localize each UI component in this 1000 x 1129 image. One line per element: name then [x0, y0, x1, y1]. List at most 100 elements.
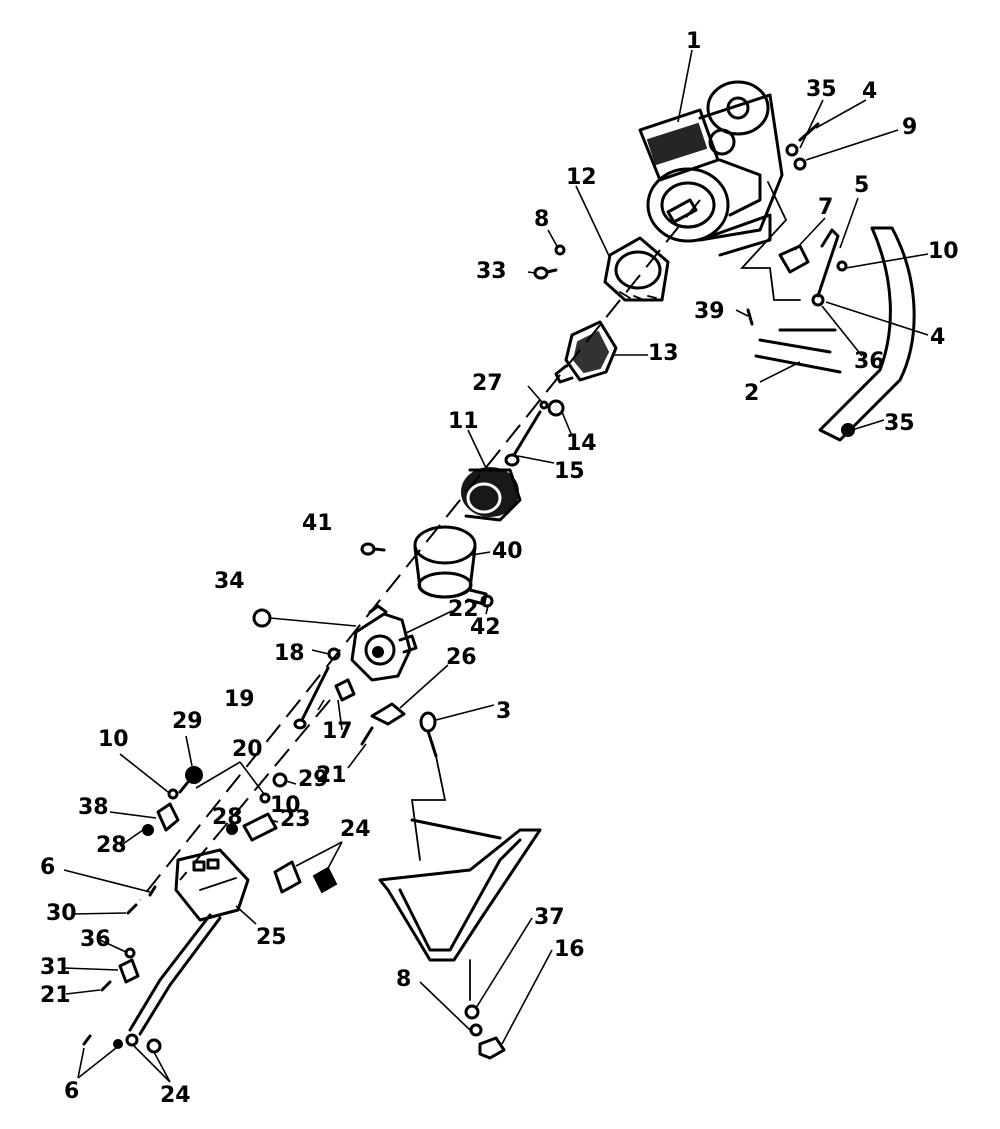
callout-35: 35 — [806, 77, 837, 102]
connector-23 — [242, 812, 278, 842]
callout-24: 24 — [340, 817, 371, 842]
upper-linkage — [739, 181, 801, 301]
plug-24-right — [312, 866, 338, 894]
leader-lines — [269, 49, 929, 769]
bracket-26 — [370, 702, 406, 726]
part-17 — [334, 678, 356, 702]
callout-10-mid: 10 — [270, 793, 301, 818]
callout-41: 41 — [302, 511, 333, 536]
shaft-guard — [603, 236, 670, 302]
callout-9: 9 — [902, 115, 917, 140]
callout-20: 20 — [232, 737, 263, 762]
callout-6-lower: 6 — [64, 1079, 79, 1104]
callout-24-lower: 24 — [160, 1083, 191, 1108]
callout-2: 2 — [744, 381, 759, 406]
callout-19: 19 — [224, 687, 255, 712]
washer-10-left — [167, 788, 179, 800]
callout-25: 25 — [256, 925, 287, 950]
callout-5: 5 — [854, 173, 869, 198]
callout-1: 1 — [686, 29, 701, 54]
callout-6-upper: 6 — [40, 855, 55, 880]
bell-housing — [413, 525, 488, 606]
callout-22: 22 — [448, 597, 479, 622]
callout-10-left: 10 — [98, 727, 129, 752]
bolt-19 — [300, 666, 330, 722]
upper-stand — [754, 226, 916, 442]
nut-28-left — [142, 824, 154, 836]
nut-28-right — [226, 823, 238, 835]
nut-8-lower — [469, 1023, 483, 1037]
callout-4: 4 — [862, 79, 877, 104]
callout-8: 8 — [534, 207, 549, 232]
callout-17: 17 — [322, 719, 353, 744]
fitting-3 — [419, 711, 438, 758]
power-cord — [128, 913, 212, 1032]
engine-shaft — [666, 198, 698, 224]
lower-stand — [378, 818, 542, 1001]
callout-8-lower: 8 — [396, 967, 411, 992]
screw-39 — [746, 308, 754, 326]
callout-14: 14 — [566, 431, 597, 456]
screw-21-lower — [100, 980, 112, 992]
part-27 — [539, 400, 549, 410]
washer-14 — [547, 399, 565, 417]
callout-36-lower: 36 — [80, 927, 111, 952]
bolt-4-upper — [798, 122, 820, 142]
callout-11: 11 — [448, 409, 479, 434]
callout-21: 21 — [316, 763, 347, 788]
nut-8-upper — [554, 244, 566, 256]
screw-21 — [360, 726, 374, 746]
plug-34 — [252, 608, 272, 628]
plug-24-bottom-a — [125, 1033, 139, 1047]
rod-5 — [816, 228, 840, 298]
pin-41 — [360, 542, 386, 556]
washer-10-mid — [259, 792, 271, 804]
callout-33: 33 — [476, 259, 507, 284]
callout-16: 16 — [554, 937, 585, 962]
switch-38 — [156, 802, 180, 832]
callout-35-lower: 35 — [884, 411, 915, 436]
washer-18 — [327, 647, 341, 661]
nut-35-upper — [785, 143, 799, 157]
assembly-axis-lower — [179, 699, 331, 881]
screw-6-lower-b — [113, 1039, 123, 1049]
coupling — [554, 320, 618, 384]
callout-3: 3 — [496, 699, 511, 724]
bolt-19-head — [293, 718, 307, 730]
leader-lines-lower — [63, 735, 553, 1083]
cap-29-upper-stem — [178, 780, 190, 794]
callout-23: 23 — [280, 807, 311, 832]
callout-37: 37 — [534, 905, 565, 930]
callout-40: 40 — [492, 539, 523, 564]
nut-9 — [793, 157, 807, 171]
callout-28-right: 28 — [212, 805, 243, 830]
plug-24-bottom-b — [146, 1038, 162, 1054]
screw-30 — [126, 903, 138, 915]
nut-16 — [478, 1036, 506, 1060]
callout-38: 38 — [78, 795, 109, 820]
callouts: 1 35 4 9 5 7 10 4 36 39 2 35 12 8 33 13 … — [40, 29, 959, 1108]
screw-6-upper — [148, 885, 157, 897]
nut-36-lower — [124, 947, 136, 959]
callout-26: 26 — [446, 645, 477, 670]
callout-39: 39 — [694, 299, 725, 324]
callout-15: 15 — [554, 459, 585, 484]
part-31 — [118, 958, 140, 984]
callout-30: 30 — [46, 901, 77, 926]
callout-7: 7 — [818, 195, 833, 220]
bolt-15-head — [504, 453, 520, 467]
callout-27: 27 — [472, 371, 503, 396]
assembly-axis — [139, 199, 701, 901]
clip-7 — [778, 244, 810, 274]
power-cord-2 — [138, 916, 222, 1036]
callout-21-lower: 21 — [40, 983, 71, 1008]
hose-line — [410, 755, 447, 861]
callout-34: 34 — [214, 569, 245, 594]
washer-10-upper — [836, 260, 848, 272]
cap-29-lower — [272, 772, 288, 788]
callout-29: 29 — [172, 709, 203, 734]
callout-10: 10 — [928, 239, 959, 264]
engine — [638, 80, 784, 257]
nut-42 — [480, 594, 494, 608]
callout-42: 42 — [470, 615, 501, 640]
